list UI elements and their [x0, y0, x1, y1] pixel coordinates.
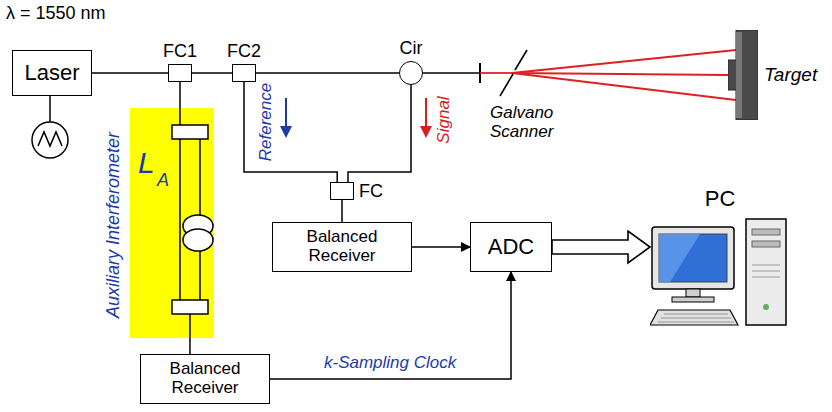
target: Target — [728, 30, 758, 120]
signal-label: Signal — [435, 96, 454, 143]
node-label: FC — [359, 181, 383, 202]
fiber-line — [179, 82, 181, 108]
balanced-receiver: Balanced Receiver — [140, 354, 270, 404]
node-label: A — [157, 170, 169, 191]
node-label: PC — [705, 186, 736, 212]
fiber-line — [92, 72, 168, 74]
fiber-line — [256, 72, 399, 74]
clock-line — [270, 272, 511, 379]
node-label: Target — [764, 64, 817, 86]
balanced-receiver: Balanced Receiver — [272, 222, 412, 272]
sawtooth-source — [32, 96, 68, 158]
node-label: ADC — [488, 235, 534, 259]
adc-box: ADC — [470, 222, 552, 272]
fiber-line — [348, 85, 411, 182]
computer: PC — [650, 215, 790, 330]
reference-label: Reference — [257, 83, 276, 161]
interferometer-label: Auxiliary Interferometer — [104, 132, 124, 318]
fiber-line — [189, 338, 191, 354]
scanner-label: Galvano Scanner — [490, 104, 570, 141]
galvano-mirror — [500, 50, 527, 96]
circulator: Cir — [399, 61, 423, 85]
node-label: Laser — [24, 61, 79, 85]
fiber-coupler: FC2 — [232, 64, 256, 82]
node-label: Balanced Receiver — [147, 360, 263, 397]
node-label: Balanced Receiver — [279, 228, 405, 265]
fiber-coupler: FC1 — [168, 64, 192, 82]
auxiliary-interferometer: LA — [130, 108, 214, 338]
node-label: FC2 — [227, 41, 261, 62]
fiber-line — [412, 246, 470, 248]
node-label: Cir — [400, 38, 423, 59]
laser-box: Laser — [12, 50, 92, 96]
direction-arrow — [280, 98, 432, 138]
fiber-coupler: FC — [330, 182, 354, 200]
fiber-line — [341, 200, 343, 222]
edge-label: k-Sampling Clock — [322, 354, 458, 373]
fiber-line — [192, 72, 232, 74]
wavelength-label: λ = 1550 nm — [6, 4, 106, 24]
data-arrow — [552, 231, 650, 263]
fiber-line — [244, 82, 337, 182]
node-label: L — [138, 146, 155, 180]
interferometer-band — [130, 108, 214, 338]
node-label: FC1 — [163, 41, 197, 62]
laser-beam — [480, 50, 736, 100]
